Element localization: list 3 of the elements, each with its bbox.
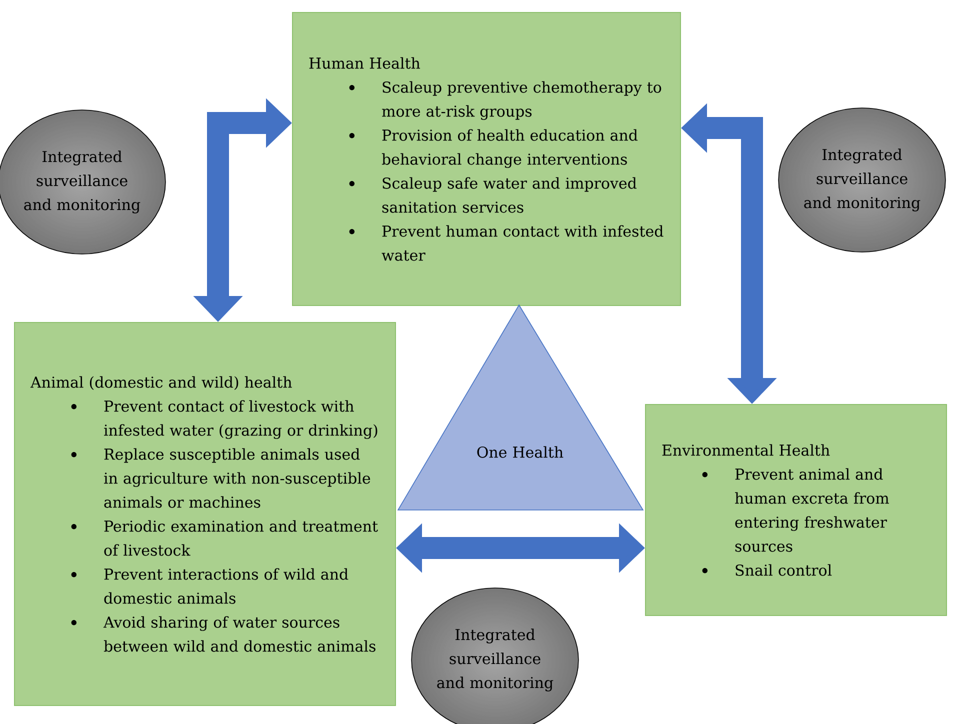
text-box: Environmental Health Prevent animal and human excreta from entering freshwater sources Snail control	[645, 404, 947, 616]
text-box: Human Health Scaleup preventive chemotherapy to more at-risk groups Provision of health education and behavioral change interventions Scaleup safe water and improved sanitation services Prevent human contact with infested water	[292, 12, 681, 306]
text-box: Animal (domestic and wild) health Prevent contact of livestock with infested water (grazing or drinking) Replace susceptible animals used in agriculture with non-susceptible animals or machines Periodic examination and treatment of livestock Prevent interactions of wild and domestic animals Avoid sharing of water sources between wild and domestic animals	[14, 322, 396, 706]
